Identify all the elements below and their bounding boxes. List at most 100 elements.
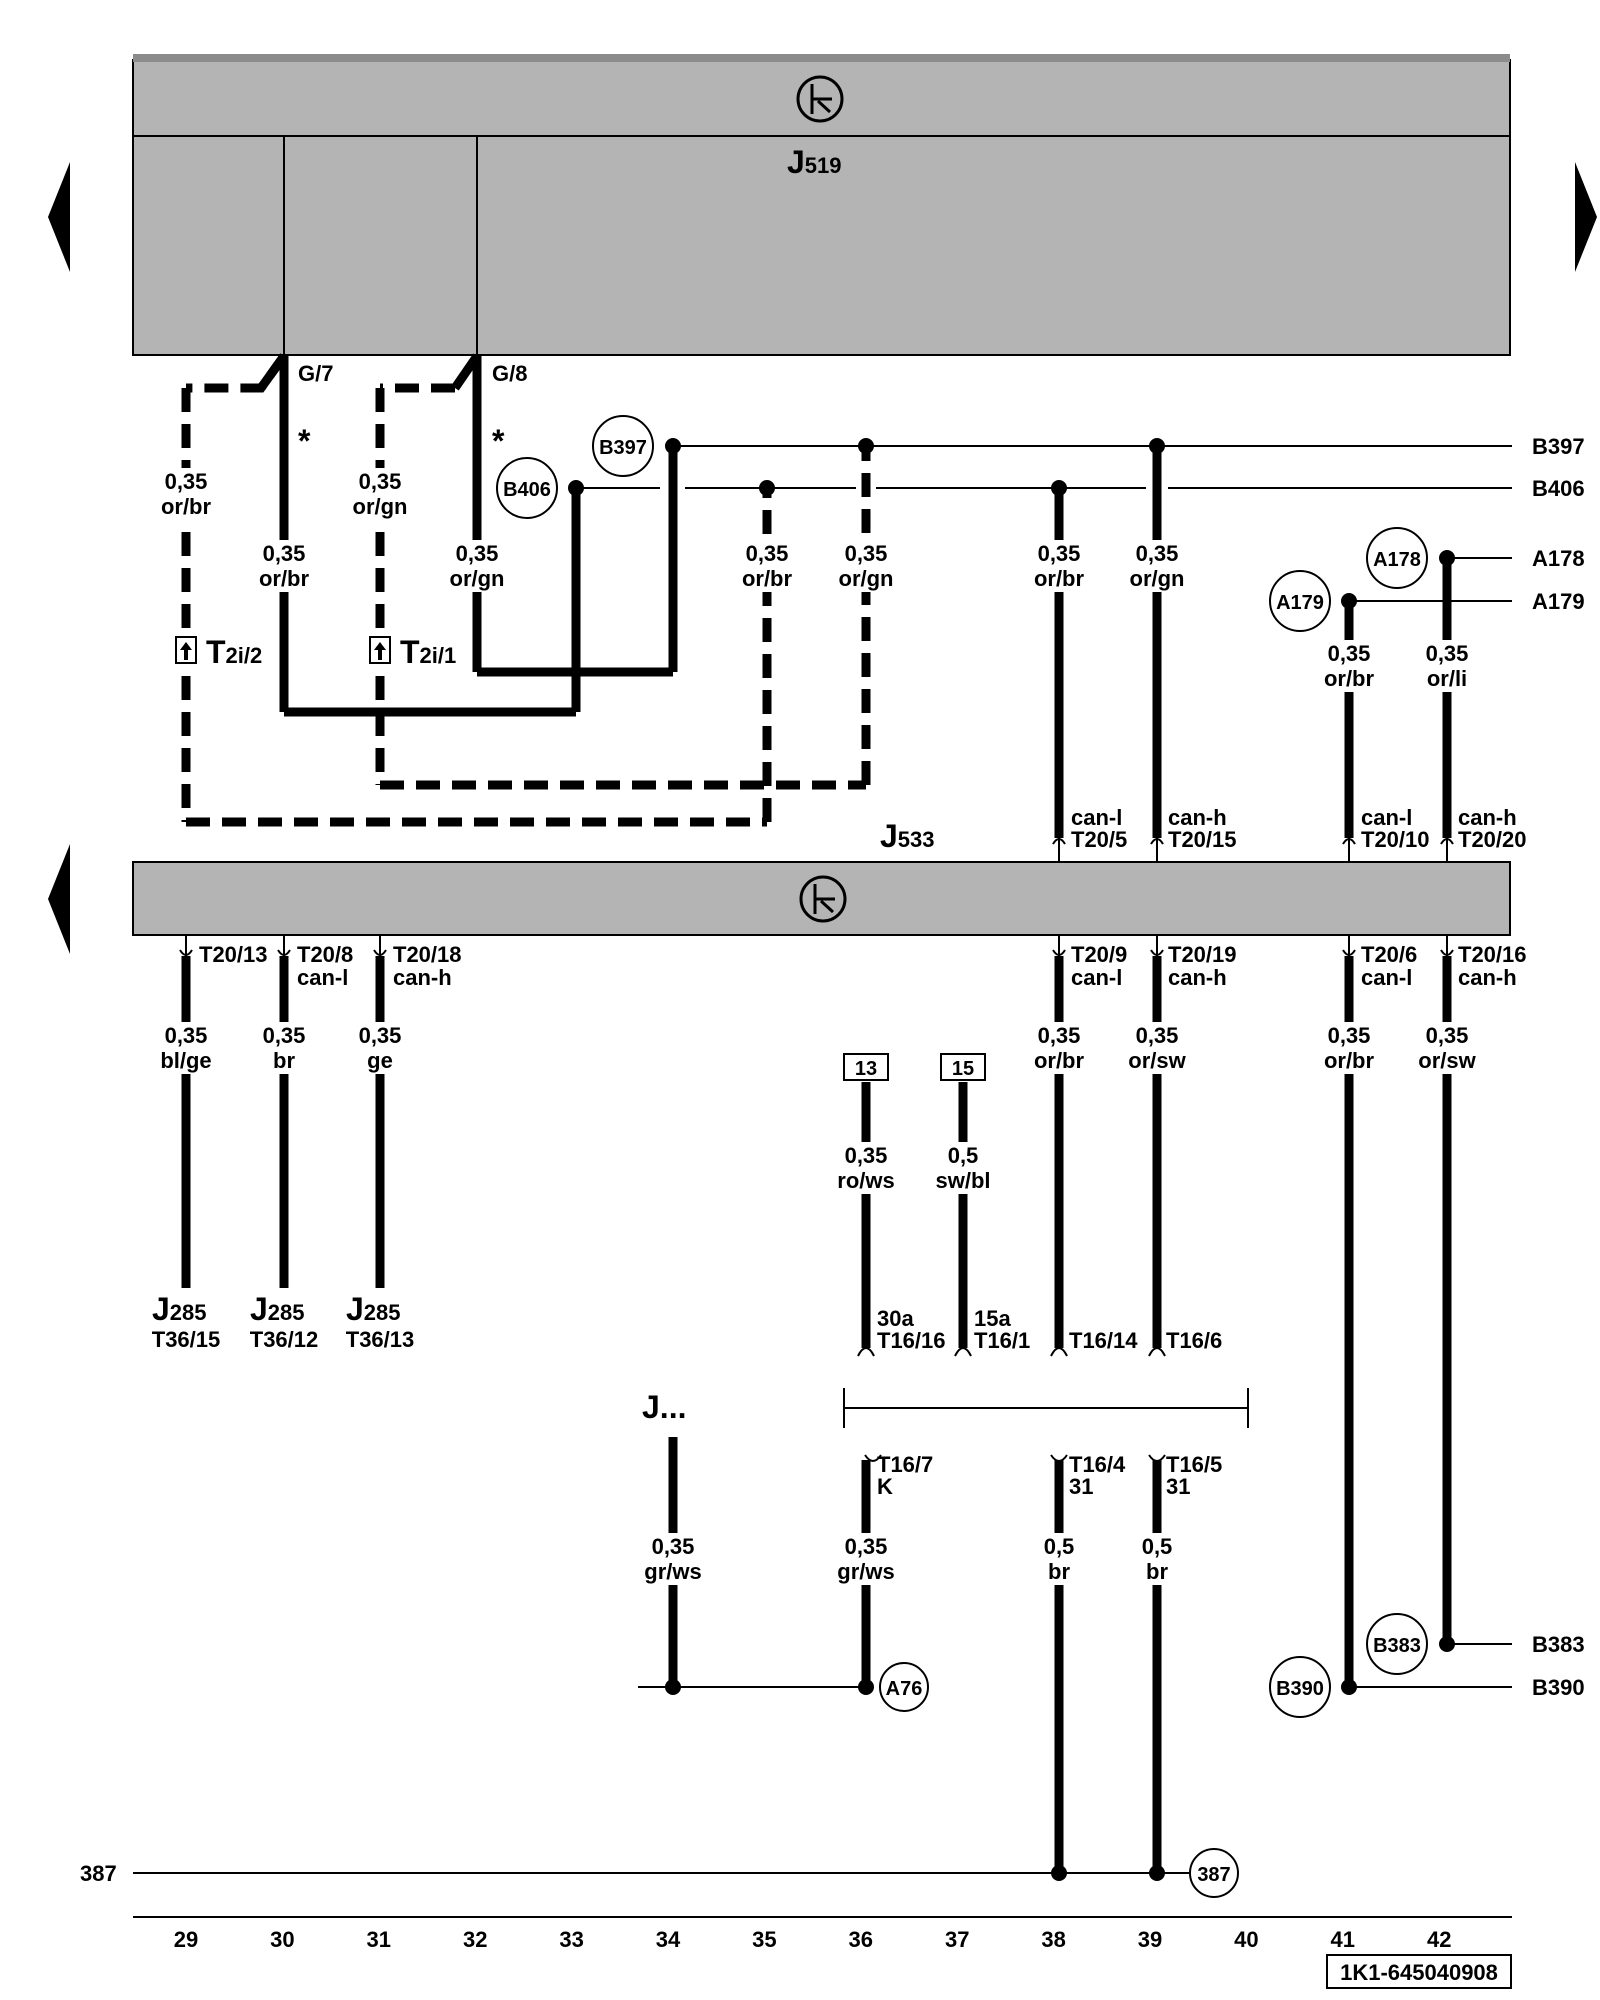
- wire-size: 0,35: [845, 1534, 888, 1559]
- svg-text:B397: B397: [599, 437, 647, 459]
- svg-text:T16/14: T16/14: [1069, 1328, 1138, 1353]
- svg-text:K: K: [877, 1474, 893, 1499]
- column-number: 31: [367, 1927, 391, 1952]
- wire-size: 0,35: [1136, 1023, 1179, 1048]
- wire-color: gr/ws: [644, 1559, 701, 1584]
- column-number: 32: [463, 1927, 487, 1952]
- svg-text:15a: 15a: [974, 1306, 1011, 1331]
- wire-size: 0,35: [1426, 641, 1469, 666]
- svg-text:T20/6: T20/6: [1361, 942, 1417, 967]
- circle-b406: B406: [496, 457, 558, 519]
- svg-text:A76: A76: [886, 1678, 923, 1700]
- fuse-box-13: 13: [843, 1053, 889, 1081]
- wire-size: 0,35: [652, 1534, 695, 1559]
- svg-text:1K1-645040908: 1K1-645040908: [1340, 1960, 1498, 1985]
- wire-size: 0,35: [1038, 541, 1081, 566]
- svg-text:T20/10: T20/10: [1361, 827, 1430, 852]
- nav-arrow-left-icon[interactable]: [48, 162, 70, 272]
- column-number: 40: [1234, 1927, 1258, 1952]
- svg-text:B390: B390: [1276, 1678, 1324, 1700]
- svg-text:T36/13: T36/13: [346, 1327, 415, 1352]
- upper-wires: [181, 353, 1512, 838]
- right-label-b383: B383: [1532, 1632, 1585, 1657]
- wire-color: or/br: [1034, 566, 1085, 591]
- right-label-b390: B390: [1532, 1675, 1585, 1700]
- ground-symbol-icon: [799, 875, 847, 923]
- svg-text:T20/18: T20/18: [393, 942, 462, 967]
- circle-a178: A178: [1366, 527, 1428, 589]
- wire-color: sw/bl: [935, 1168, 990, 1193]
- circle-b383: B383: [1366, 1613, 1428, 1675]
- svg-text:31: 31: [1069, 1474, 1093, 1499]
- wire-color: or/br: [1034, 1048, 1085, 1073]
- wire-color: or/gn: [353, 494, 408, 519]
- j533-bottom-pins: T20/13 T20/8 can-l T20/18 can-h T20/9 ca…: [199, 942, 1527, 990]
- svg-text:T20/9: T20/9: [1071, 942, 1127, 967]
- j519-module: [132, 59, 1511, 356]
- splice-dots: [665, 1636, 1455, 1881]
- column-number: 39: [1138, 1927, 1162, 1952]
- splice-dots: [568, 438, 1455, 609]
- svg-text:J285: J285: [346, 1291, 401, 1327]
- svg-text:B383: B383: [1373, 1635, 1421, 1657]
- connector-icon: [175, 636, 197, 664]
- wire-color: or/gn: [1130, 566, 1185, 591]
- svg-text:387: 387: [1197, 1864, 1230, 1886]
- wire-size: 0,5: [948, 1143, 979, 1168]
- svg-text:T20/13: T20/13: [199, 942, 268, 967]
- svg-text:T20/16: T20/16: [1458, 942, 1527, 967]
- right-label-a179: A179: [1532, 589, 1585, 614]
- wire-color: bl/ge: [160, 1048, 211, 1073]
- right-label-b406: B406: [1532, 476, 1585, 501]
- ground-symbol-icon: [796, 75, 844, 123]
- circle-a179: A179: [1269, 570, 1331, 632]
- column-number: 33: [559, 1927, 583, 1952]
- svg-text:can-l: can-l: [1361, 965, 1412, 990]
- svg-text:T16/1: T16/1: [974, 1328, 1030, 1353]
- svg-text:31: 31: [1166, 1474, 1190, 1499]
- column-number: 35: [752, 1927, 776, 1952]
- svg-text:T20/15: T20/15: [1168, 827, 1237, 852]
- svg-text:can-h: can-h: [1168, 965, 1227, 990]
- column-number: 41: [1331, 1927, 1355, 1952]
- svg-text:T20/5: T20/5: [1071, 827, 1127, 852]
- wire-size: 0,35: [845, 1143, 888, 1168]
- wire-color: gr/ws: [837, 1559, 894, 1584]
- svg-text:can-h: can-h: [1168, 805, 1227, 830]
- svg-text:T16/4: T16/4: [1069, 1452, 1126, 1477]
- svg-text:can-h: can-h: [1458, 965, 1517, 990]
- pin-g8-label: G/8: [492, 361, 527, 386]
- nav-arrow-left-icon[interactable]: [48, 844, 70, 954]
- wire-color: br: [1146, 1559, 1168, 1584]
- column-number: 29: [174, 1927, 198, 1952]
- upper-wire-labels: 0,35 or/br 0,35 or/br 0,35 or/gn 0,35 or…: [143, 468, 1490, 692]
- wire-size: 0,35: [456, 541, 499, 566]
- asterisk-2: *: [492, 423, 505, 459]
- wire-color: or/sw: [1128, 1048, 1186, 1073]
- asterisk-1: *: [298, 423, 311, 459]
- svg-text:can-l: can-l: [297, 965, 348, 990]
- svg-text:13: 13: [855, 1058, 877, 1080]
- connector-t2i1: T2i/1: [400, 634, 456, 670]
- j533-top-pins: can-l T20/5 can-h T20/15 can-l T20/10 ca…: [1068, 805, 1536, 852]
- wire-color: or/br: [161, 494, 212, 519]
- column-number: 42: [1427, 1927, 1451, 1952]
- wire-size: 0,35: [263, 541, 306, 566]
- svg-text:can-h: can-h: [393, 965, 452, 990]
- nav-arrow-right-icon[interactable]: [1575, 162, 1597, 272]
- wire-size: 0,35: [165, 1023, 208, 1048]
- circle-a76: A76: [879, 1662, 929, 1712]
- wire-size: 0,35: [263, 1023, 306, 1048]
- column-number: 37: [945, 1927, 969, 1952]
- diagram-code-box: 1K1-645040908: [1326, 1954, 1512, 1989]
- svg-text:can-h: can-h: [1458, 805, 1517, 830]
- wire-color: or/li: [1427, 666, 1467, 691]
- svg-text:A178: A178: [1373, 549, 1421, 571]
- wire-size: 0,35: [359, 469, 402, 494]
- pin-g7-label: G/7: [298, 361, 333, 386]
- wire-color: ro/ws: [837, 1168, 894, 1193]
- svg-text:T20/20: T20/20: [1458, 827, 1527, 852]
- svg-text:T20/8: T20/8: [297, 942, 353, 967]
